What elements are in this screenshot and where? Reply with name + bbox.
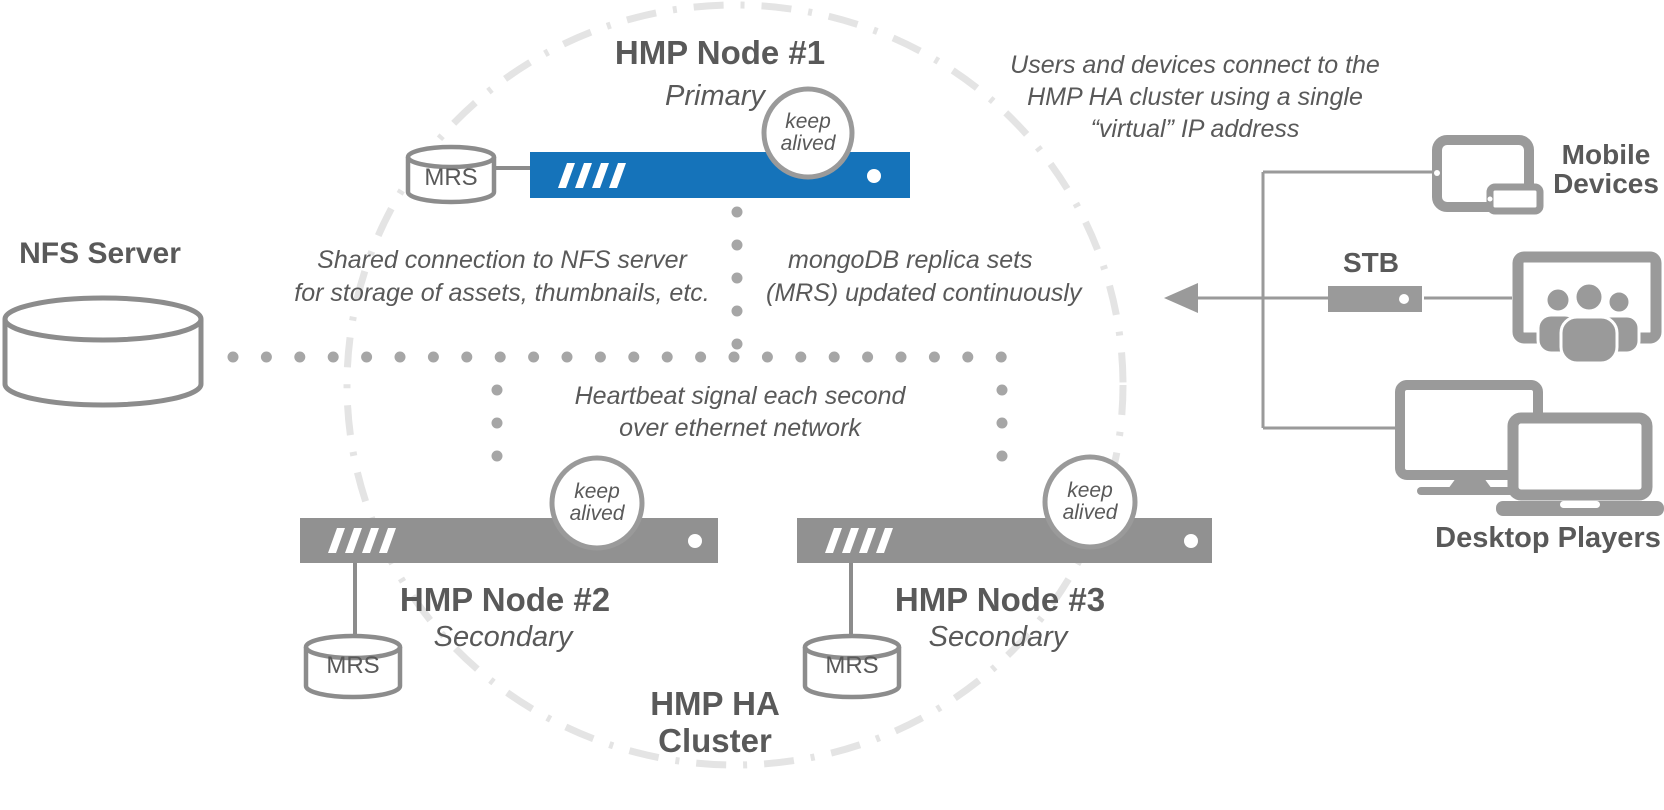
server-vents-node3 (825, 528, 1198, 553)
mongo-note-line1: mongoDB replica sets (788, 246, 1033, 274)
mrs-label-node1: MRS (424, 164, 478, 191)
server-led-node3 (1184, 534, 1198, 548)
mrs-connectors (353, 166, 853, 652)
nfs-server-label: NFS Server (19, 237, 181, 270)
phone-icon (1486, 183, 1544, 215)
heartbeat-note-line2: over ethernet network (619, 414, 861, 442)
mobile-devices-label-line2: Devices (1553, 168, 1659, 199)
users-note-line2: HMP HA cluster using a single (1027, 83, 1363, 111)
keepalived-text1-node1: keep (785, 110, 831, 133)
users-note-line1: Users and devices connect to the (1010, 51, 1380, 79)
desktop-players-label: Desktop Players (1435, 522, 1661, 554)
mongo-note-line2: (MRS) updated continuously (766, 279, 1082, 307)
dotted-lines (227, 206, 1008, 495)
node1-title: HMP Node #1 (614, 34, 826, 71)
cluster-label-line2: Cluster (658, 722, 772, 759)
server-bar-node1 (530, 152, 910, 198)
server-bar-node2 (300, 518, 718, 563)
tv-audience-icon (1512, 251, 1662, 365)
node2-role: Secondary (433, 621, 573, 653)
users-note-line3: “virtual” IP address (1090, 115, 1300, 143)
mrs-cylinder-node1 (405, 144, 497, 205)
nfs-server-icon (2, 295, 204, 408)
keepalived-text1-node3: keep (1067, 479, 1113, 502)
access-network-lines (1198, 170, 1512, 430)
mrs-label-node3: MRS (825, 652, 879, 679)
keepalived-badge-node2 (549, 455, 645, 551)
keepalived-text2-node2: alived (569, 502, 625, 525)
cluster-ring (343, 1, 1127, 769)
mrs-cylinder-node2 (303, 633, 403, 700)
heartbeat-note-line1: Heartbeat signal each second (574, 382, 906, 410)
stb-label: STB (1343, 247, 1399, 278)
mobile-devices-label-line1: Mobile (1561, 139, 1651, 170)
nfs-note-line1: Shared connection to NFS server (317, 246, 687, 274)
monitor-icon (1395, 380, 1543, 495)
cluster-label-line1: HMP HA (650, 685, 780, 722)
server-bar-node3 (797, 518, 1212, 563)
node3-role: Secondary (928, 621, 1068, 653)
server-led-node2 (688, 534, 702, 548)
stb-icon (1328, 286, 1422, 312)
keepalived-badge-node1 (761, 86, 855, 180)
mrs-label-node2: MRS (326, 652, 380, 679)
arrow-left-icon (1164, 283, 1198, 313)
laptop-icon (1496, 412, 1664, 516)
server-led-node1 (867, 169, 881, 183)
keepalived-text2-node3: alived (1062, 501, 1118, 524)
node3-title: HMP Node #3 (894, 581, 1106, 618)
server-vents-node1 (558, 163, 881, 188)
mrs-cylinder-node3 (802, 633, 902, 700)
node1-role: Primary (665, 80, 765, 112)
nfs-note-line2: for storage of assets, thumbnails, etc. (294, 279, 710, 307)
keepalived-badge-node3 (1042, 454, 1138, 550)
node2-title: HMP Node #2 (399, 581, 611, 618)
server-vents-node2 (328, 528, 702, 553)
keepalived-text1-node2: keep (574, 480, 620, 503)
audience-silhouettes (1536, 281, 1641, 365)
keepalived-text2-node1: alived (780, 132, 836, 155)
